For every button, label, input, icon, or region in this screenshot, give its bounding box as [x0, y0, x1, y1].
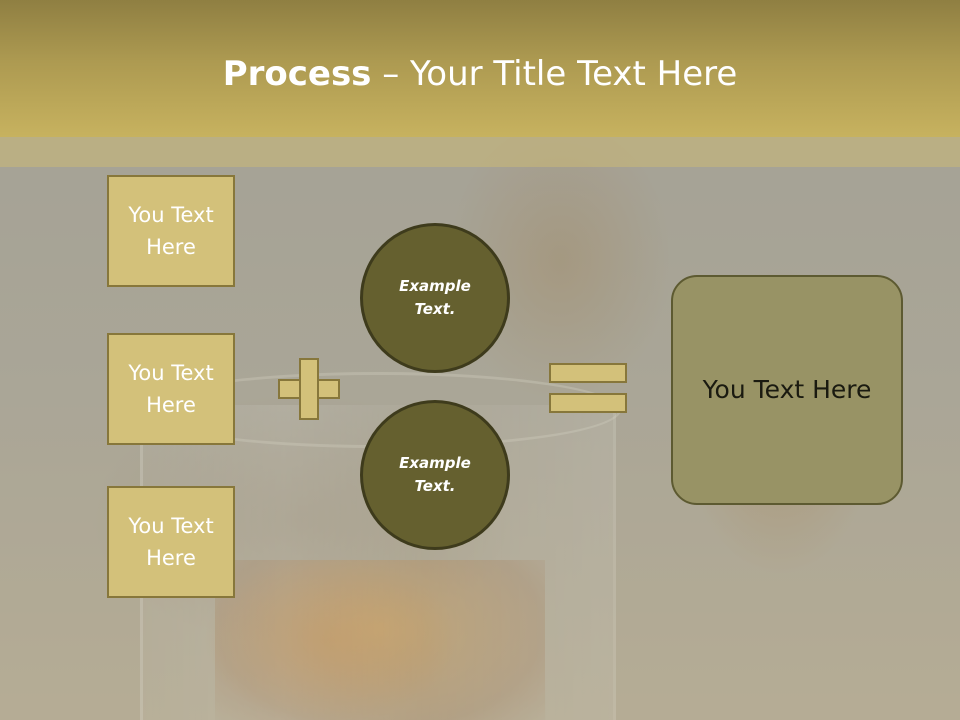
equals-icon-bottom-bar [549, 393, 627, 413]
circle-label: Example Text. [399, 277, 471, 318]
glass-liquid [215, 560, 545, 720]
text-box-label: You Text Here [128, 203, 214, 259]
result-label: You Text Here [702, 375, 872, 404]
header-band [0, 137, 960, 167]
example-circle-2[interactable]: Example Text. [360, 400, 510, 550]
text-box-3[interactable]: You Text Here [107, 486, 235, 598]
plus-icon [278, 358, 340, 420]
title-header-bar [0, 0, 960, 137]
slide-title[interactable]: Process – Your Title Text Here [0, 52, 960, 96]
result-box[interactable]: You Text Here [671, 275, 903, 505]
title-rest: – Your Title Text Here [371, 54, 738, 94]
text-box-label: You Text Here [128, 514, 214, 570]
text-box-label: You Text Here [128, 361, 214, 417]
text-box-2[interactable]: You Text Here [107, 333, 235, 445]
equals-icon-top-bar [549, 363, 627, 383]
text-box-1[interactable]: You Text Here [107, 175, 235, 287]
example-circle-1[interactable]: Example Text. [360, 223, 510, 373]
title-bold: Process [222, 54, 372, 94]
circle-label: Example Text. [399, 454, 471, 495]
